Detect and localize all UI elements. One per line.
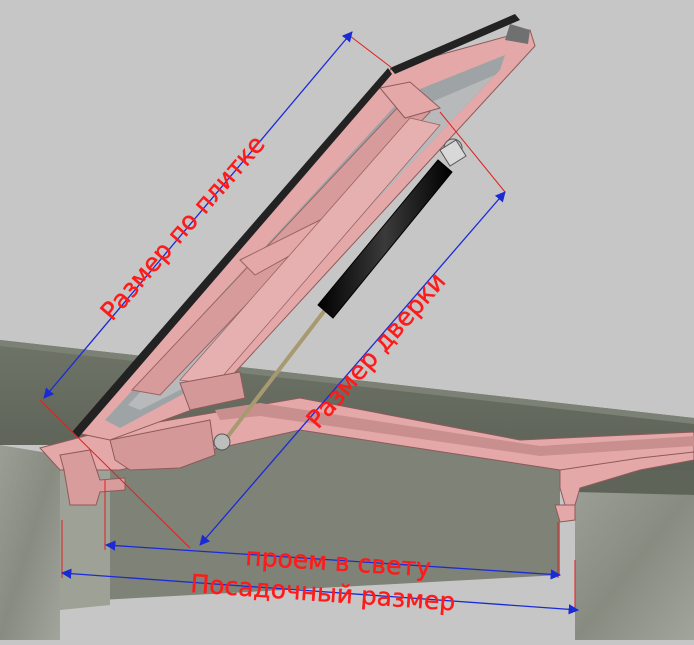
dimension-lines — [43, 31, 580, 615]
dimension-arrow-tile — [43, 31, 353, 399]
left-wall-face — [0, 445, 60, 640]
dimension-arrow-seating — [60, 568, 580, 615]
dimension-arrow-door — [199, 191, 506, 546]
right-wall-face — [575, 490, 694, 640]
